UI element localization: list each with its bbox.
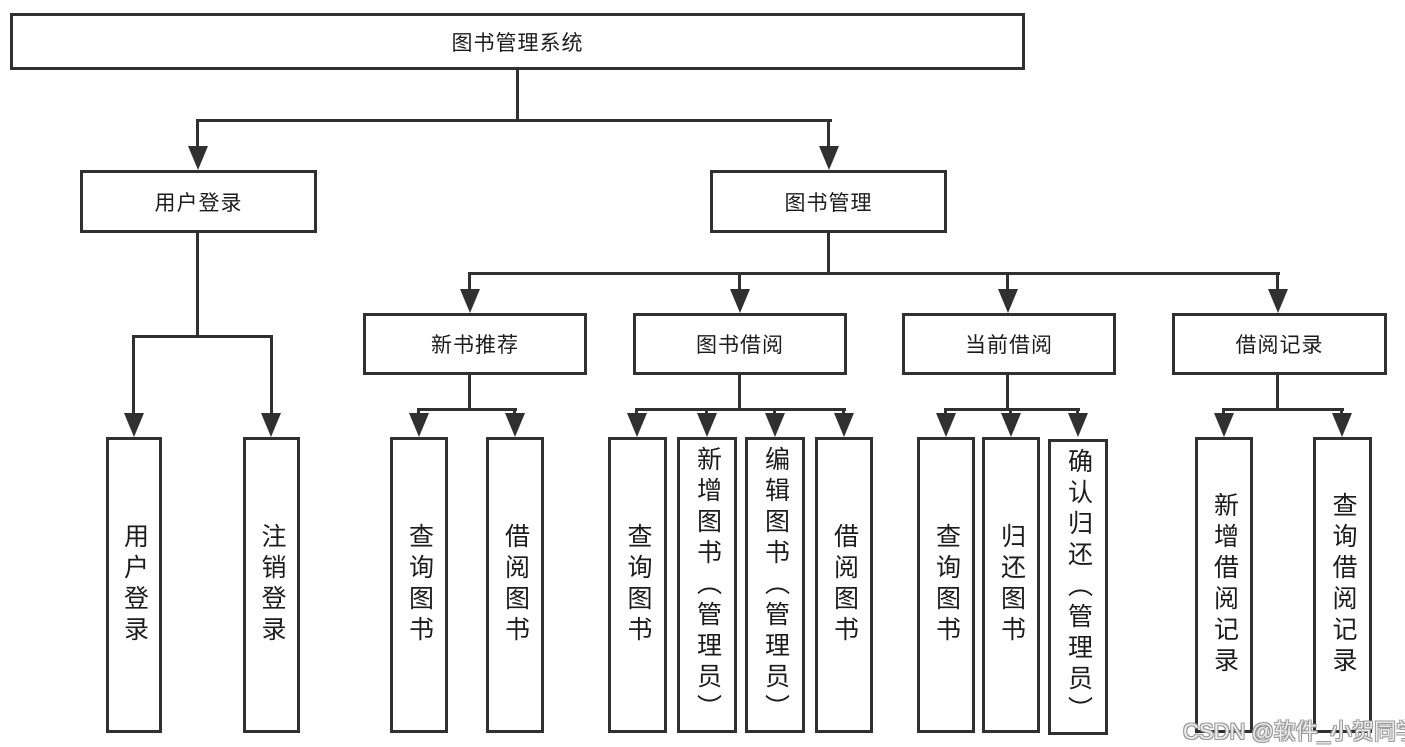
- connector-line: [827, 119, 830, 149]
- node-root-label: 图书管理系统: [451, 31, 584, 55]
- connector-line: [133, 335, 273, 338]
- leaf-label: 查询图书: [932, 523, 961, 647]
- node-current-borrow: 当前借阅: [902, 313, 1116, 375]
- arrow-down-icon: [730, 289, 750, 313]
- arrow-down-icon: [124, 413, 144, 437]
- leaf-label: 查询图书: [405, 523, 434, 647]
- leaf-borrow-book: 借阅图书: [815, 437, 873, 733]
- leaf-borrow-edit: 编辑图书（管理员）: [745, 437, 805, 733]
- connector-line: [468, 272, 471, 292]
- connector-line: [132, 335, 135, 415]
- node-new-books: 新书推荐: [363, 313, 587, 375]
- leaf-newbooks-query: 查询图书: [390, 437, 448, 733]
- connector-line: [738, 373, 741, 410]
- connector-line: [635, 408, 846, 411]
- arrow-down-icon: [1068, 413, 1088, 437]
- node-book-borrow: 图书借阅: [633, 313, 847, 375]
- arrow-down-icon: [697, 413, 717, 437]
- arrow-down-icon: [1268, 289, 1288, 313]
- connector-line: [1006, 272, 1009, 292]
- arrow-down-icon: [1214, 413, 1234, 437]
- connector-line: [1222, 408, 1344, 411]
- connector-line: [196, 231, 199, 337]
- node-book-borrow-label: 图书借阅: [696, 334, 784, 357]
- node-book-mgmt-label: 图书管理: [784, 191, 873, 215]
- connector-line: [944, 408, 1080, 411]
- arrow-down-icon: [1332, 413, 1352, 437]
- node-borrow-records-label: 借阅记录: [1235, 334, 1324, 357]
- leaf-borrow-add: 新增图书（管理员）: [677, 437, 737, 733]
- arrow-down-icon: [409, 413, 429, 437]
- leaf-label: 借阅图书: [830, 523, 859, 647]
- leaf-newbooks-borrow: 借阅图书: [486, 437, 544, 733]
- connector-line: [417, 408, 517, 411]
- arrow-down-icon: [1001, 413, 1021, 437]
- node-user-login-label: 用户登录: [154, 191, 243, 215]
- arrow-down-icon: [765, 413, 785, 437]
- leaf-label: 借阅图书: [501, 523, 530, 647]
- connector-line: [468, 373, 471, 410]
- leaf-label: 确认归还（管理员）: [1064, 447, 1093, 727]
- leaf-logout: 注销登录: [243, 437, 300, 733]
- connector-line: [468, 272, 1280, 275]
- connector-line: [738, 272, 741, 292]
- leaf-label: 查询借阅记录: [1329, 492, 1357, 678]
- node-current-borrow-label: 当前借阅: [965, 334, 1053, 357]
- node-user-login: 用户登录: [80, 170, 317, 233]
- arrow-down-icon: [188, 146, 208, 170]
- node-root: 图书管理系统: [10, 13, 1025, 70]
- arrow-down-icon: [261, 413, 281, 437]
- connector-line: [196, 119, 199, 149]
- arrow-down-icon: [819, 146, 839, 170]
- node-book-mgmt: 图书管理: [710, 170, 947, 233]
- csdn-watermark: CSDN @软件_小贺同学: [1183, 719, 1405, 744]
- leaf-user-login: 用户登录: [106, 437, 162, 733]
- arrow-down-icon: [627, 413, 647, 437]
- connector-line: [1006, 373, 1009, 410]
- leaf-label: 新增借阅记录: [1210, 492, 1239, 678]
- leaf-label: 编辑图书（管理员）: [761, 445, 790, 725]
- leaf-label: 注销登录: [258, 523, 286, 647]
- arrow-down-icon: [998, 289, 1018, 313]
- arrow-down-icon: [460, 289, 480, 313]
- connector-line: [827, 231, 830, 274]
- leaf-current-return: 归还图书: [982, 437, 1040, 733]
- leaf-label: 用户登录: [120, 523, 149, 647]
- connector-line: [516, 68, 519, 121]
- leaf-label: 归还图书: [997, 523, 1026, 647]
- node-new-books-label: 新书推荐: [431, 334, 519, 357]
- arrow-down-icon: [505, 413, 525, 437]
- connector-line: [196, 119, 832, 122]
- leaf-borrow-query: 查询图书: [608, 437, 667, 733]
- leaf-current-query: 查询图书: [917, 437, 975, 733]
- leaf-record-query: 查询借阅记录: [1313, 437, 1372, 733]
- node-borrow-records: 借阅记录: [1172, 313, 1387, 375]
- leaf-record-add: 新增借阅记录: [1195, 437, 1253, 733]
- connector-line: [1276, 272, 1279, 292]
- leaf-label: 查询图书: [624, 523, 652, 647]
- arrow-down-icon: [936, 413, 956, 437]
- connector-line: [270, 335, 273, 415]
- leaf-label: 新增图书（管理员）: [693, 445, 722, 725]
- leaf-current-confirm: 确认归还（管理员）: [1048, 439, 1108, 735]
- arrow-down-icon: [834, 413, 854, 437]
- connector-line: [1276, 373, 1279, 410]
